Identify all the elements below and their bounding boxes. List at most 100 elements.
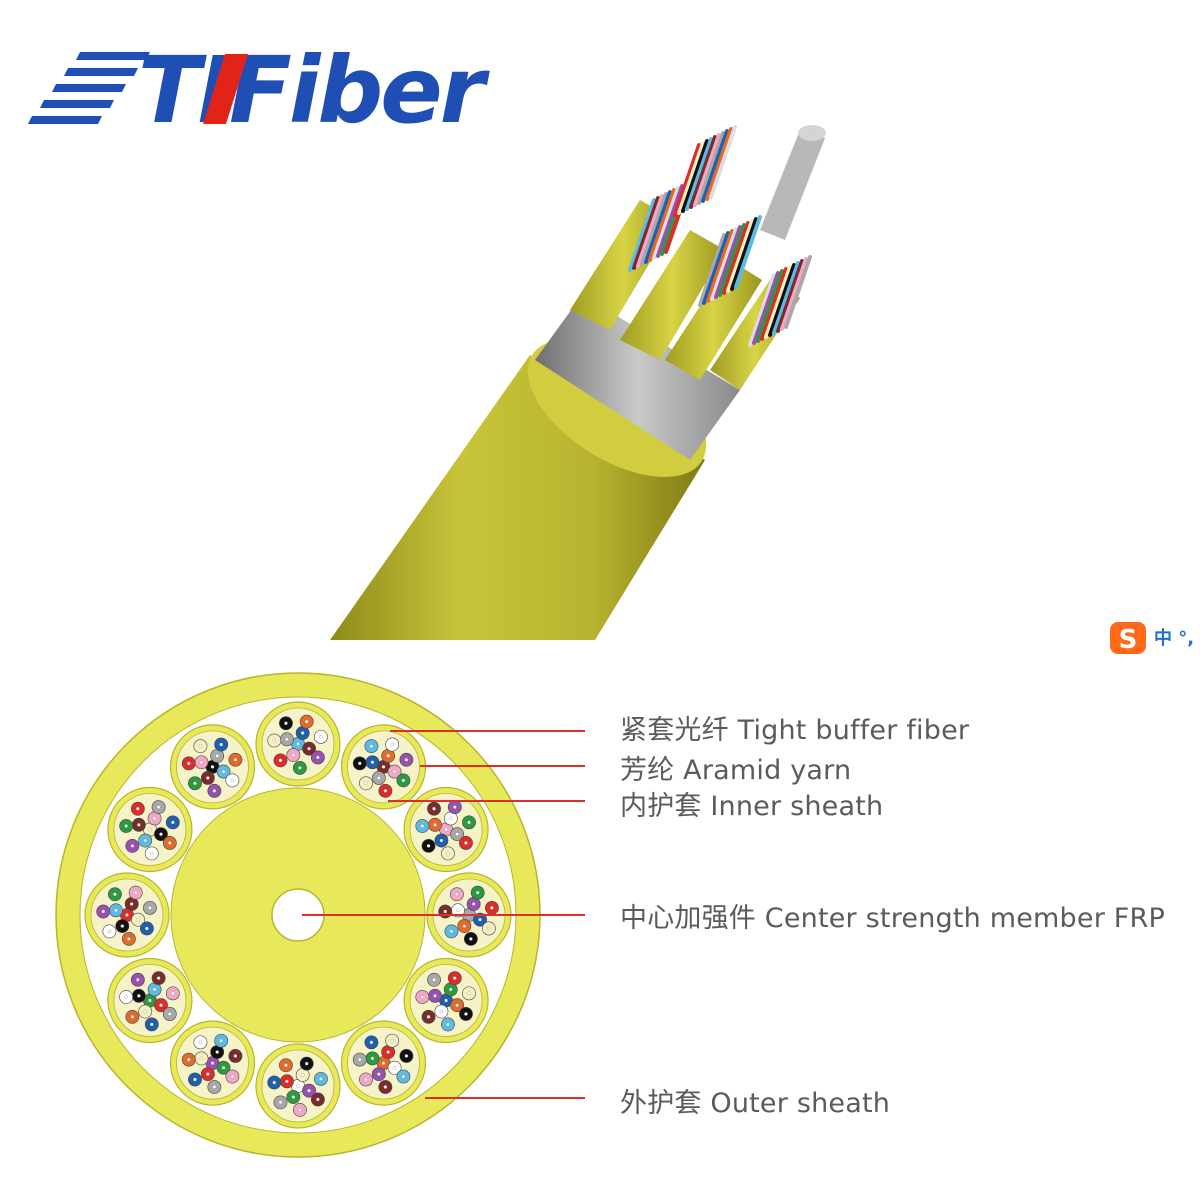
ime-indicator[interactable]: S 中 °, [1106,618,1200,658]
fiber-core [439,838,444,843]
fiber-core [199,1056,204,1061]
fiber-core [233,758,238,762]
fiber-core [392,1066,397,1070]
fiber-core [152,816,157,821]
subunit [255,1043,341,1129]
fiber-core [298,1108,302,1112]
fiber-core [469,937,473,941]
fiber-core [120,924,125,928]
fiber-core [316,755,320,760]
fiber-strand [681,139,709,213]
subunit [107,786,193,873]
subunit [340,724,427,810]
fiber-core [219,1038,223,1043]
fiber-core [444,827,448,832]
fiber-core [377,1072,381,1076]
fiber-core [168,1012,172,1016]
fiber-core [210,765,215,769]
fiber-core [159,832,163,836]
fiber-core [150,851,154,856]
fiber-core [475,890,480,895]
fiber-strand [644,190,672,264]
fiber-core [136,978,140,982]
fiber-strand [734,215,762,289]
fiber-core [456,908,460,913]
fiber-core [114,908,118,913]
fiber-core [127,937,131,941]
fiber-core [125,913,129,917]
fiber-core [490,906,494,910]
fiber-core [386,1050,390,1054]
fiber-core [199,760,204,764]
fiber-strand [780,257,808,331]
fiber-core [319,735,323,739]
fiber-core [168,841,172,845]
fiber-bundle [698,215,762,307]
fiber-core [462,924,467,928]
fiber-strand [760,267,788,341]
label-aramid-yarn: 芳纶 Aramid yarn [620,755,852,786]
tifiber-logo: TIFiber [28,37,494,140]
fiber-core [443,909,448,914]
fiber-core [426,1015,431,1019]
fiber-core [296,1084,300,1088]
fiber-core [187,761,191,766]
fiber-core [215,1050,219,1054]
center-rod [760,130,825,240]
fiber-core [136,917,140,922]
fiber-strand [776,259,804,333]
fiber-core [369,1040,374,1045]
fiber-core [230,1074,235,1079]
fiber-core [487,926,491,931]
fiber-core [101,909,106,914]
fiber-strand [718,223,746,297]
fiber-core [300,1073,305,1077]
fiber-strand [709,125,737,199]
fiber-core [467,820,471,825]
fiber-strand [640,192,668,266]
fiber-core [392,769,397,774]
fiber-strand [693,133,721,207]
fiber-strand [656,184,684,258]
fiber-strand [701,129,729,203]
fiber-core [187,1057,191,1062]
fiber-core [221,1066,226,1070]
fiber-strand [772,261,800,335]
fiber-core [386,754,390,758]
fiber-core [130,1015,135,1019]
fiber-strand [768,263,796,337]
subunit [340,1020,427,1106]
fiber-core [319,1077,323,1081]
fiber-core [137,823,141,827]
fiber-core [467,991,471,996]
fiber-strand [706,229,734,303]
fiber-strand [764,265,792,339]
fiber-core [124,824,128,828]
fiber-bundles [628,125,812,347]
fiber-core [198,744,203,748]
fiber-core [449,816,453,821]
fiber-core [285,1079,289,1084]
fiber-strand [628,198,656,272]
fiber-core [143,838,147,843]
fiber-core [230,778,235,783]
fiber-core [285,737,289,742]
ime-mode-label: 中 °, [1154,628,1195,649]
fiber-core [404,758,409,762]
fiber-core [159,1003,163,1007]
fiber-core [432,978,436,982]
fiber-strand [726,219,754,293]
fiber-core [370,760,375,764]
inner-shield [535,295,740,460]
fiber-core [148,906,152,910]
fiber-core [298,766,302,770]
subunit [255,701,341,787]
fiber-core [455,892,459,897]
fiber-core [449,929,454,934]
fiber-core [358,1057,362,1062]
fiber-bundle [748,255,812,347]
fiber-core [291,1095,296,1099]
fiber-strand [730,217,758,291]
fiber-core [113,892,117,897]
fiber-strand [714,225,742,299]
